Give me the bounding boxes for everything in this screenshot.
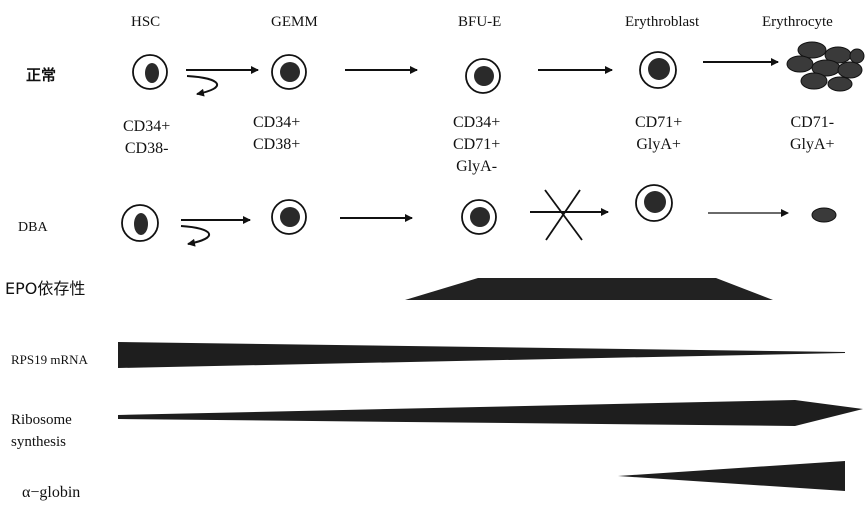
erythrocyte-dba (812, 208, 836, 222)
self-renewal-arrow-normal (186, 70, 258, 94)
epo-dependence-shape (405, 278, 773, 300)
cell-bfue-dba (462, 200, 496, 234)
self-renewal-arrow-dba (181, 220, 250, 244)
cell-gemm-dba (272, 200, 306, 234)
blocked-arrow-dba (530, 190, 608, 240)
cell-gemm-normal (272, 55, 306, 89)
alpha-globin-wedge (618, 461, 845, 491)
ribosome-synthesis-wedge (118, 400, 863, 426)
cell-hsc-normal (133, 55, 167, 89)
cell-erythroblast-dba (636, 185, 672, 221)
rps19-mrna-wedge (118, 342, 845, 368)
cell-bfue-normal (466, 59, 500, 93)
cell-hsc-dba (122, 205, 158, 241)
erythrocyte-cluster (787, 42, 864, 91)
cell-erythroblast-normal (640, 52, 676, 88)
